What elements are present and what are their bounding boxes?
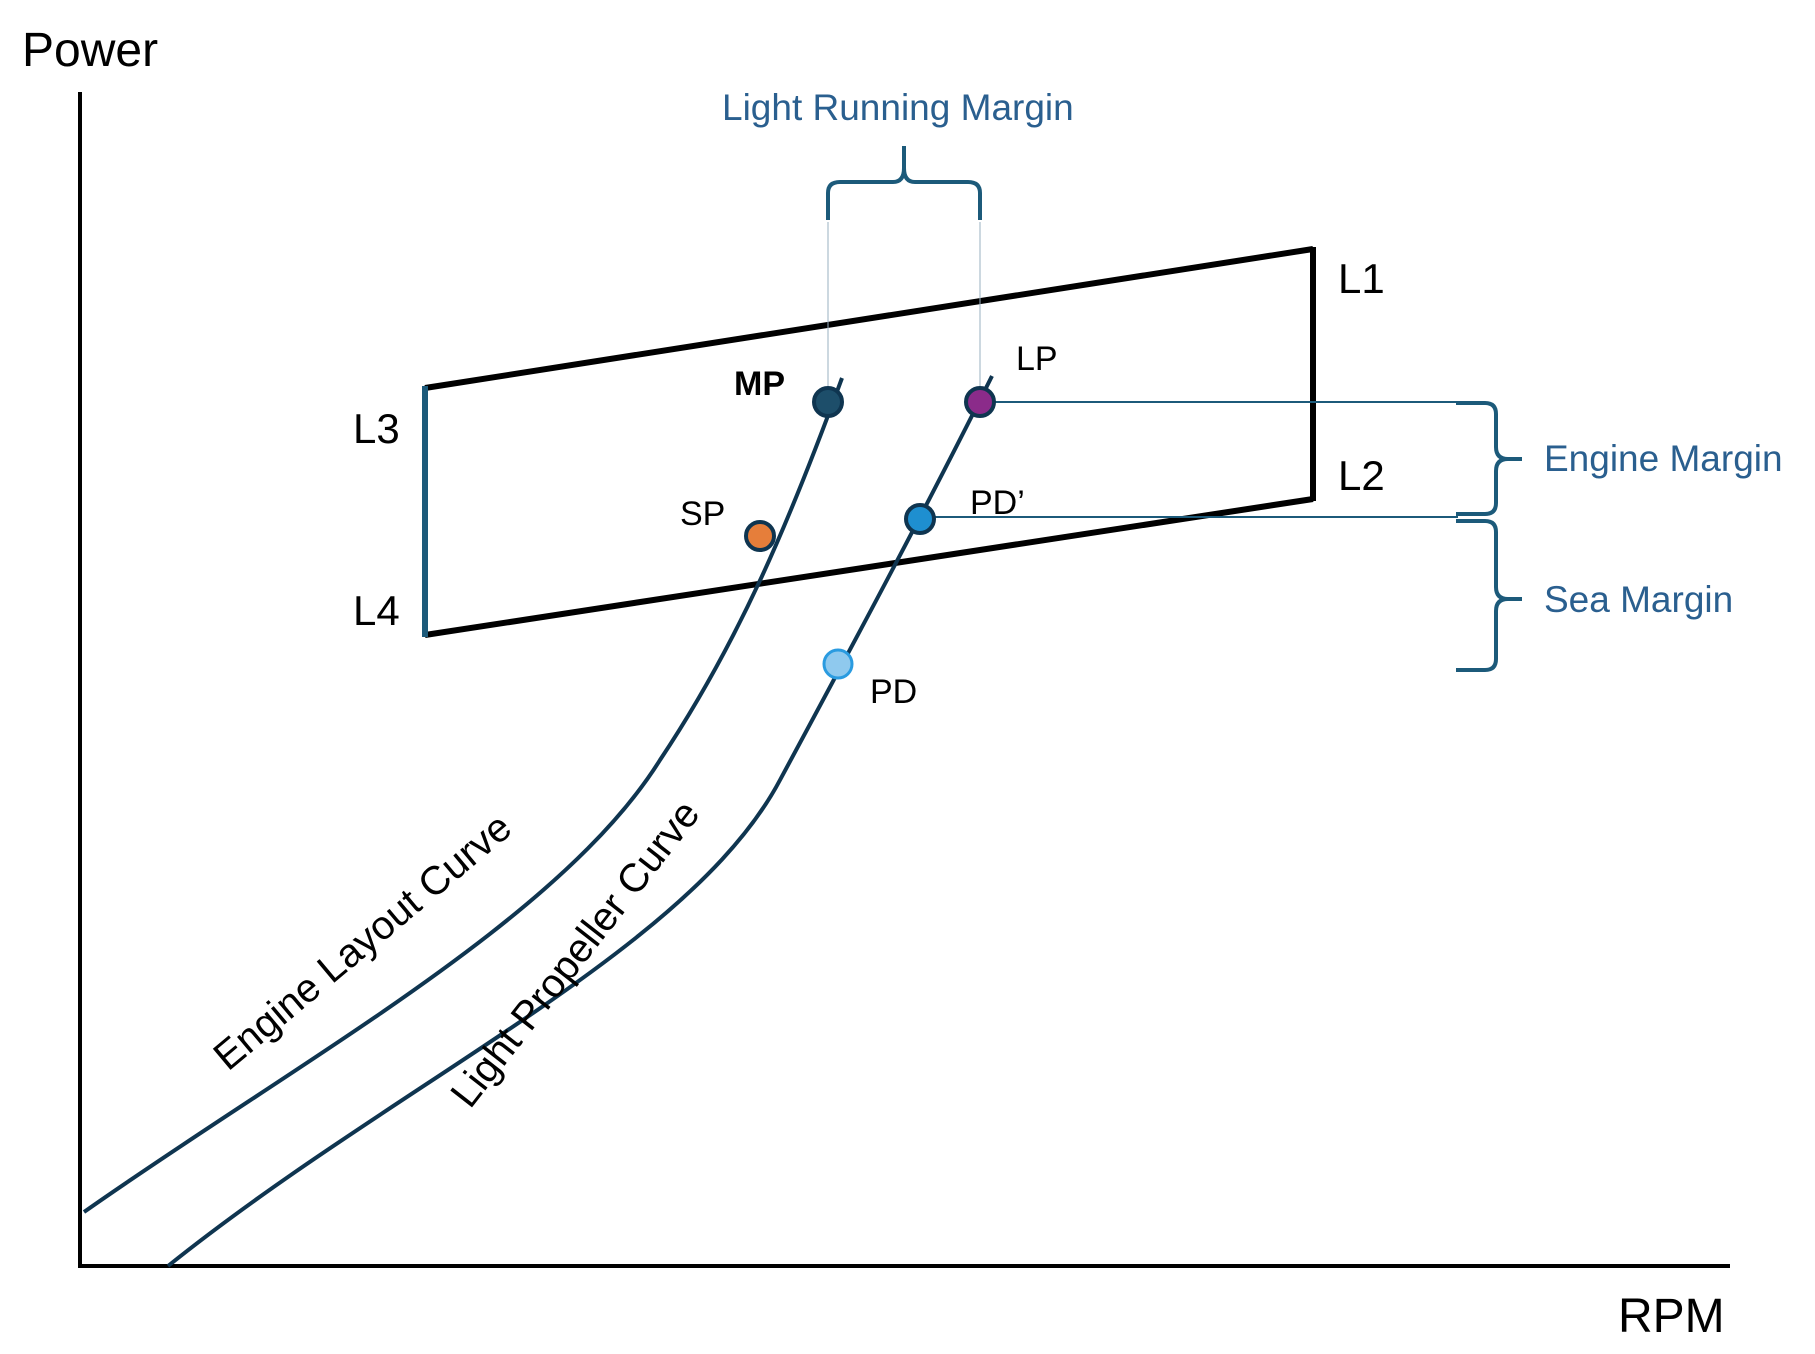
layout-top-edge [424,246,1314,391]
engine-margin-brace [1456,401,1522,516]
corner-label-l4: L4 [353,587,400,634]
corner-label-l1: L1 [1338,255,1385,302]
point-sp [744,520,776,552]
light-running-brace [826,146,982,220]
point-label-pd-prime: PD’ [970,484,1025,522]
point-label-mp: MP [734,365,785,403]
corner-label-l2: L2 [1338,452,1385,499]
point-label-pd: PD [870,673,917,711]
corner-label-l3: L3 [353,405,400,452]
point-label-lp: LP [1016,340,1058,378]
sea-margin-brace [1456,519,1522,672]
point-label-sp: SP [680,495,725,533]
sea-margin-label: Sea Margin [1544,579,1733,620]
light-propeller-curve [166,375,994,1268]
y-axis-label: Power [22,24,158,77]
point-lp [964,386,996,418]
layout-bottom-edge [424,496,1314,638]
x-axis-label: RPM [1618,1290,1725,1343]
light-running-margin-label: Light Running Margin [722,87,1074,128]
point-mp [812,386,844,418]
engine-margin-label: Engine Margin [1544,438,1783,479]
point-pd [822,648,854,680]
point-pd-prime [904,503,936,535]
engine-layout-curve-label: Engine Layout Curve [206,805,520,1079]
engine-layout-curve [82,377,844,1214]
